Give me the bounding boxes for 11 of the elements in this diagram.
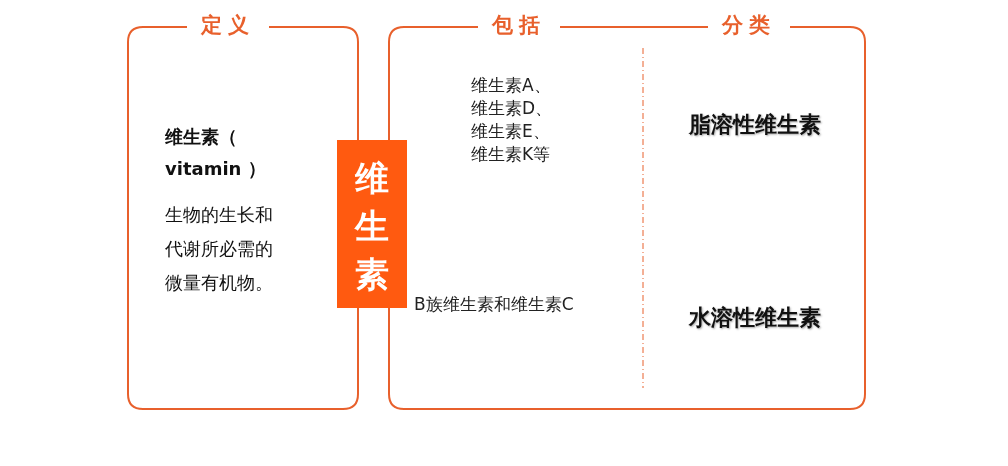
category-text: 脂溶性维生素 [687,111,822,139]
title-box [337,140,407,308]
list-text: 维生素A、维生素D、维生素E、维生素K等 [471,74,554,166]
term-text: 维生素（ vitamin ） [165,125,267,181]
title-text: 维生素 [353,157,390,296]
section-heading: 定义 [200,11,256,39]
section-heading: 分类 [720,11,777,39]
category-text: 水溶性维生素 [687,304,822,332]
list-text: B族维生素和维生素C [414,293,575,316]
definition-text: 生物的生长和代谢所必需的微量有机物。 [165,203,274,295]
section-heading: 包括 [490,11,547,39]
